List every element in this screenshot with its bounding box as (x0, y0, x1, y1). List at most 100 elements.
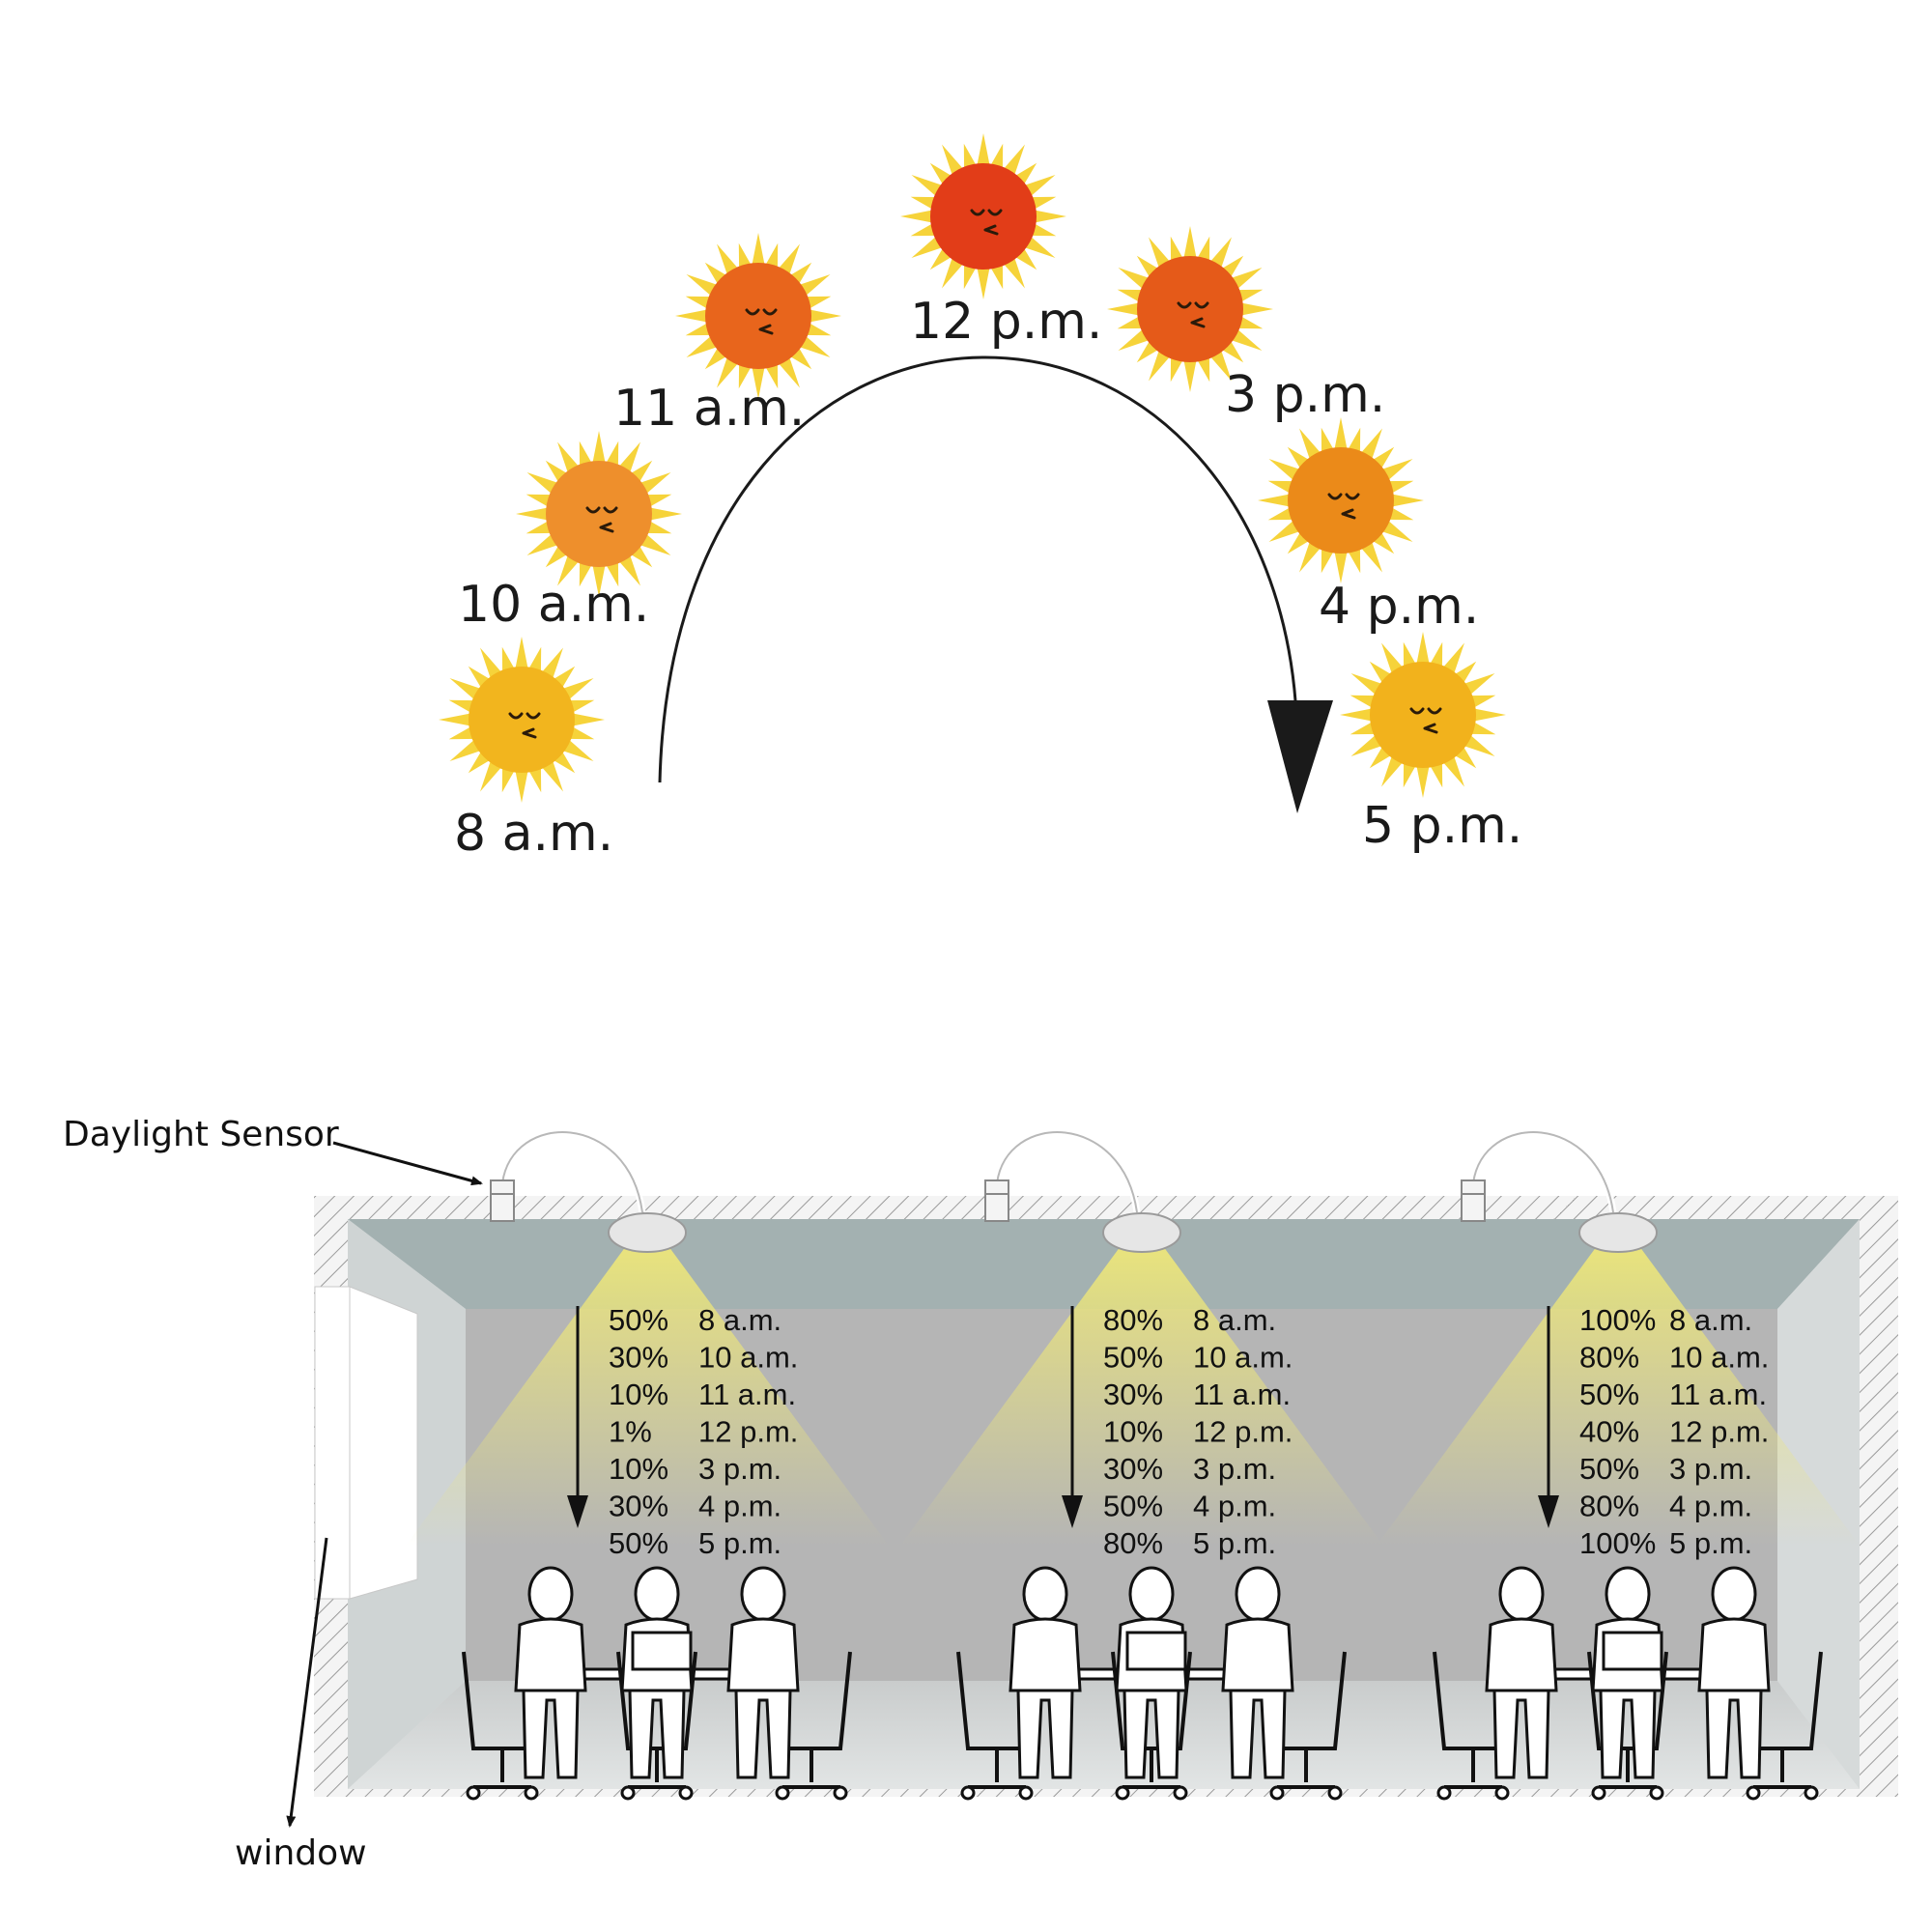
dimming-percent: 50% (1103, 1341, 1163, 1375)
dimming-time: 3 p.m. (1669, 1452, 1752, 1486)
dimming-schedule-near-window: 50%8 a.m.30%10 a.m.10%11 a.m.1%12 p.m.10… (609, 1303, 798, 1560)
trajectory-arrowhead (1267, 700, 1333, 813)
daylight-sensor-middle (984, 1179, 1009, 1222)
dimming-time: 3 p.m. (698, 1452, 781, 1486)
light-fixture-far-side (1469, 1128, 1658, 1253)
dimming-time: 4 p.m. (698, 1490, 781, 1523)
dimming-time: 5 p.m. (698, 1526, 781, 1560)
dimming-percent: 100% (1579, 1526, 1656, 1560)
dimming-percent: 50% (1103, 1490, 1163, 1523)
sun-disc (1137, 256, 1243, 362)
sensor-callout-arrow (332, 1141, 483, 1186)
workstation-far-side (1433, 1566, 1823, 1801)
dimming-time: 12 p.m. (1193, 1415, 1293, 1449)
sun-face (585, 506, 618, 533)
sun-disc (469, 667, 575, 773)
laptop (1125, 1631, 1187, 1671)
laptop (1602, 1631, 1663, 1671)
daylight-sensor-far-side (1461, 1179, 1486, 1222)
dimming-time: 10 a.m. (698, 1341, 798, 1375)
light-fixture-near-window (498, 1128, 687, 1253)
sun-4-p-m: 4 p.m. (1258, 417, 1479, 636)
dimming-time: 4 p.m. (1669, 1490, 1752, 1523)
workstation-near-window (462, 1566, 852, 1801)
window-callout-arrow (286, 1537, 328, 1828)
daylight-sensor-label: Daylight Sensor (63, 1115, 339, 1154)
dimming-time: 11 a.m. (1193, 1378, 1291, 1411)
sun-time-label: 11 a.m. (613, 380, 805, 438)
dimming-percent: 40% (1579, 1415, 1639, 1449)
dimming-percent: 50% (609, 1526, 668, 1560)
window-opening (314, 1286, 418, 1600)
dimming-time: 8 a.m. (1193, 1303, 1276, 1337)
dimming-percent: 80% (1103, 1303, 1163, 1337)
dimming-time: 12 p.m. (1669, 1415, 1769, 1449)
dimming-percent: 30% (1103, 1378, 1163, 1411)
ceiling-plane (348, 1219, 1860, 1309)
sun-5-p-m: 5 p.m. (1340, 632, 1522, 855)
sun-time-label: 5 p.m. (1362, 797, 1522, 855)
sun-disc (930, 163, 1037, 270)
sun-disc (1288, 447, 1394, 554)
light-beam-far-side (1377, 1246, 1860, 1546)
dimming-time: 12 p.m. (698, 1415, 798, 1449)
dimming-percent: 80% (1579, 1490, 1639, 1523)
workstation-middle (956, 1566, 1347, 1801)
sun-face (745, 308, 778, 335)
sun-3-p-m: 3 p.m. (1107, 226, 1385, 424)
light-beam-near-window (406, 1246, 889, 1546)
ceiling-light (1578, 1212, 1658, 1253)
sun-time-label: 12 p.m. (910, 293, 1102, 351)
dimming-time: 5 p.m. (1669, 1526, 1752, 1560)
sun-time-label: 4 p.m. (1319, 578, 1479, 636)
dimming-percent: 1% (609, 1415, 652, 1449)
office-room-section: 50%8 a.m.30%10 a.m.10%11 a.m.1%12 p.m.10… (63, 1115, 1898, 1873)
sun-10-a-m: 10 a.m. (458, 431, 682, 634)
sun-time-label: 3 p.m. (1225, 366, 1385, 424)
dimming-time: 4 p.m. (1193, 1490, 1276, 1523)
dimming-percent: 50% (609, 1303, 668, 1337)
dimming-percent: 50% (1579, 1452, 1639, 1486)
window-label: window (235, 1833, 367, 1873)
dimming-percent: 80% (1579, 1341, 1639, 1375)
dimming-schedule-middle: 80%8 a.m.50%10 a.m.30%11 a.m.10%12 p.m.3… (1103, 1303, 1293, 1560)
sun-time-label: 10 a.m. (458, 576, 649, 634)
sun-face (1177, 301, 1209, 328)
dimming-percent: 30% (1103, 1452, 1163, 1486)
sun-time-label: 8 a.m. (454, 805, 613, 863)
sun-trajectory-arc (658, 355, 1298, 783)
daylight-sensor-near-window (490, 1179, 515, 1222)
dimming-time: 10 a.m. (1669, 1341, 1769, 1375)
dimming-percent: 10% (609, 1452, 668, 1486)
laptop (631, 1631, 693, 1671)
ceiling-light (608, 1212, 687, 1253)
dimming-percent: 30% (609, 1490, 668, 1523)
sun-11-a-m: 11 a.m. (613, 233, 841, 438)
sun-face (1327, 493, 1360, 520)
light-fixture-middle (993, 1128, 1181, 1253)
dimming-percent: 50% (1579, 1378, 1639, 1411)
dimming-time: 8 a.m. (1669, 1303, 1752, 1337)
sun-12-p-m: 12 p.m. (900, 133, 1102, 351)
dimming-time: 11 a.m. (698, 1378, 796, 1411)
sun-path: 8 a.m. 10 a.m. 11 a.m. 12 p.m. 3 p.m. 4 p.m. 5… (439, 133, 1522, 863)
sun-face (508, 712, 541, 739)
floor-plane (348, 1681, 1860, 1789)
dimming-time: 3 p.m. (1193, 1452, 1276, 1486)
dimming-time: 10 a.m. (1193, 1341, 1293, 1375)
sun-face (970, 209, 1003, 236)
dimming-percent: 10% (1103, 1415, 1163, 1449)
dimming-time: 11 a.m. (1669, 1378, 1767, 1411)
dimming-schedule-far-side: 100% 8 a.m. 80% 10 a.m. 50% 11 a.m. 40% 12 p.m.… (1579, 1303, 1769, 1560)
dimming-time: 5 p.m. (1193, 1526, 1276, 1560)
light-beam-middle (900, 1246, 1383, 1546)
sun-disc (705, 263, 811, 369)
ceiling-light (1102, 1212, 1181, 1253)
dimming-percent: 100% (1579, 1303, 1656, 1337)
sun-face (1409, 707, 1442, 734)
dimming-time: 8 a.m. (698, 1303, 781, 1337)
dimming-percent: 80% (1103, 1526, 1163, 1560)
dimming-percent: 30% (609, 1341, 668, 1375)
sun-disc (1370, 662, 1476, 768)
